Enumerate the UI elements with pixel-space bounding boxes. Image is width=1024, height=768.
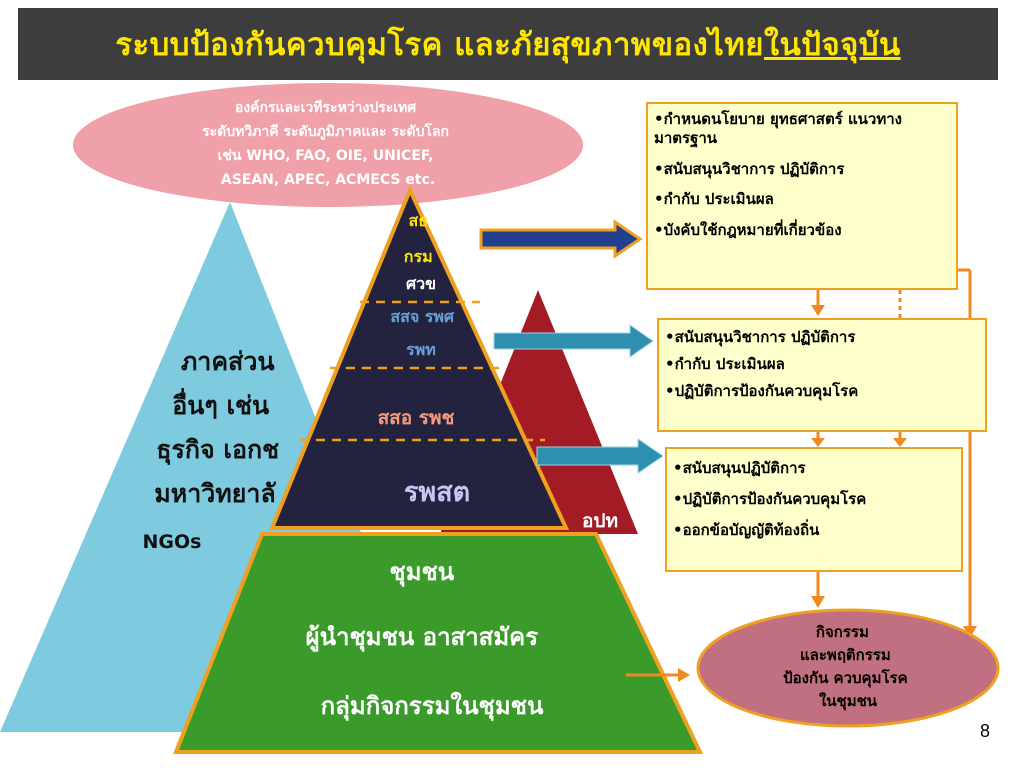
ngos-label: NGOs bbox=[143, 531, 202, 553]
central-item-1: •กำหนดนโยบาย ยุทธศาสตร์ แนวทาง มาตรฐาน bbox=[654, 110, 902, 147]
intl-line-1: องค์กรและเวทีระหว่างประเทศ bbox=[235, 99, 417, 116]
tier3-text: สสอ รพช bbox=[378, 407, 455, 429]
central-item-2: •สนับสนุนวิชาการ ปฏิบัติการ bbox=[654, 159, 845, 178]
tier1-line-2: กรม bbox=[404, 247, 433, 266]
tier1-text: สธ กรม ศวข bbox=[404, 211, 438, 293]
intl-line-2: ระดับทวิภาคี ระดับภูมิภาคและ ระดับโลก bbox=[202, 122, 449, 140]
activity-text: กิจกรรม และพฤติกรรม ป้องกัน ควบคุมโรค ใน… bbox=[783, 623, 913, 711]
health-ministry-pyramid bbox=[269, 184, 570, 530]
provincial-item-2: •กำกับ ประเมินผล bbox=[665, 354, 785, 373]
community-line-3: กลุ่มกิจกรรมในชุมชน bbox=[321, 691, 544, 722]
central-responsibilities-box: •กำหนดนโยบาย ยุทธศาสตร์ แนวทาง มาตรฐาน •… bbox=[646, 102, 958, 290]
central-item-4: •บังคับใช้กฎหมายที่เกี่ยวข้อง bbox=[654, 221, 842, 239]
tier4-text: รพสต bbox=[404, 477, 470, 508]
arrow-local-icon bbox=[536, 438, 664, 474]
connector-arrowhead-6-icon bbox=[678, 668, 690, 682]
intl-line-3: เช่น WHO, FAO, OIE, UNICEF, bbox=[218, 148, 434, 164]
tier2-line-2: รพท bbox=[406, 340, 436, 359]
tier2-text: สสจ รพศ รพท bbox=[390, 307, 459, 359]
community-trapezoid bbox=[173, 532, 704, 754]
private-sector-text: ภาคส่วน อื่นๆ เช่น ธุรกิจ เอกช มหาวิทยาล… bbox=[154, 347, 288, 508]
connector-arrowhead-2-icon bbox=[811, 438, 825, 447]
slide-title-main: ระบบป้องกันควบคุมโรค และภัยสุขภาพของไทย bbox=[115, 27, 764, 63]
connector-arrowhead-1-icon bbox=[811, 305, 825, 316]
private-line-4: มหาวิทยาลั bbox=[154, 479, 277, 508]
page-number: 8 bbox=[979, 721, 990, 741]
private-line-1: ภาคส่วน bbox=[181, 347, 275, 376]
slide-title-underlined: ในปัจจุบัน bbox=[763, 27, 901, 63]
activity-line-3: ป้องกัน ควบคุมโรค bbox=[783, 668, 907, 688]
connector-arrowhead-4-icon bbox=[811, 596, 825, 608]
intl-line-4: ASEAN, APEC, ACMECS etc. bbox=[221, 172, 435, 188]
provincial-item-3: •ปฏิบัติการป้องกันควบคุมโรค bbox=[665, 381, 859, 400]
connector-arrowhead-5-icon bbox=[963, 626, 977, 638]
tier2-line-1: สสจ รพศ bbox=[390, 307, 455, 326]
private-line-2: อื่นๆ เช่น bbox=[172, 388, 269, 420]
activity-line-2: และพฤติกรรม bbox=[800, 646, 891, 664]
slide-title: ระบบป้องกันควบคุมโรค และภัยสุขภาพของไทยใ… bbox=[115, 19, 900, 69]
local-gov-label: อปท bbox=[582, 510, 618, 532]
community-text: ชุมชน ผู้นำชุมชน อาสาสมัคร กลุ่มกิจกรรมใ… bbox=[306, 558, 547, 722]
local-item-3: •ออกข้อบัญญัติท้องถิ่น bbox=[673, 520, 820, 539]
private-line-3: ธุรกิจ เอกช bbox=[156, 435, 279, 466]
international-org-ellipse bbox=[73, 83, 583, 207]
local-item-2: •ปฏิบัติการป้องกันควบคุมโรค bbox=[673, 489, 867, 508]
activity-ellipse bbox=[696, 608, 1000, 728]
activity-line-4: ในชุมชน bbox=[819, 692, 878, 711]
arrow-provincial-icon bbox=[493, 324, 654, 358]
community-line-2: ผู้นำชุมชน อาสาสมัคร bbox=[306, 623, 539, 653]
provincial-responsibilities-box: •สนับสนุนวิชาการ ปฏิบัติการ •กำกับ ประเม… bbox=[657, 318, 987, 432]
community-line-1: ชุมชน bbox=[389, 558, 454, 588]
tier1-line-1: สธ bbox=[408, 211, 428, 230]
international-org-text: องค์กรและเวทีระหว่างประเทศ ระดับทวิภาคี … bbox=[202, 99, 454, 188]
local-responsibilities-box: •สนับสนุนปฏิบัติการ •ปฏิบัติการป้องกันคว… bbox=[665, 447, 963, 572]
central-item-3: •กำกับ ประเมินผล bbox=[654, 190, 774, 209]
connector-arrowhead-3-icon bbox=[893, 438, 907, 447]
tier1-line-3: ศวข bbox=[406, 274, 436, 293]
arrow-central-icon bbox=[479, 219, 643, 259]
local-item-1: •สนับสนุนปฏิบัติการ bbox=[673, 459, 806, 477]
title-bar: ระบบป้องกันควบคุมโรค และภัยสุขภาพของไทยใ… bbox=[18, 8, 998, 80]
provincial-item-1: •สนับสนุนวิชาการ ปฏิบัติการ bbox=[665, 328, 856, 346]
activity-line-1: กิจกรรม bbox=[816, 623, 869, 641]
